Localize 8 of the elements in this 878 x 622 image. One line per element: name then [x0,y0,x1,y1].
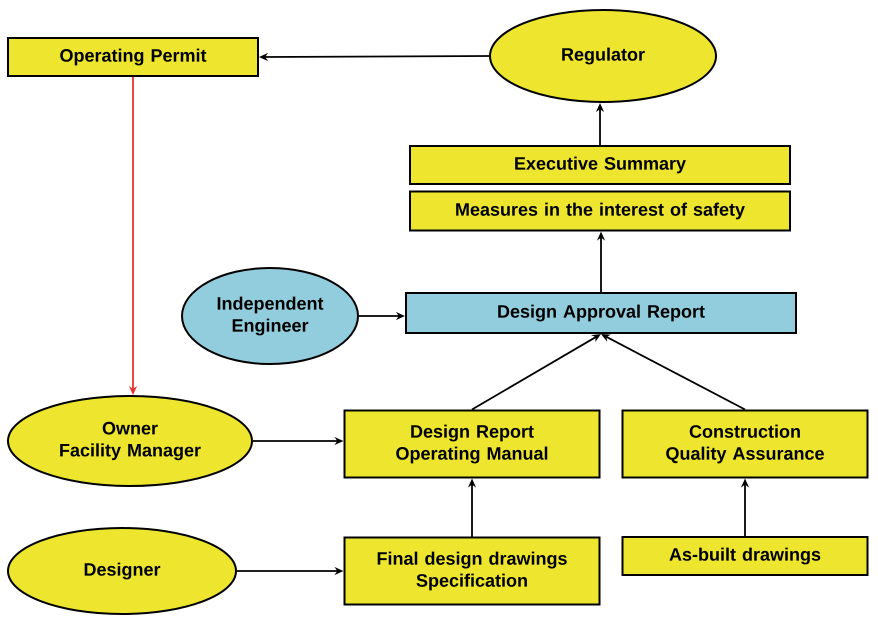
process-box: Design Report Operating Manual [344,410,600,478]
process-box: As-built drawings [622,536,868,576]
process-box: Design Approval Report [405,292,797,334]
process-box: Measures in the interest of safety [409,190,791,232]
process-box: Construction Quality Assurance [622,410,868,478]
process-box: Final design drawings Specification [344,536,600,606]
process-box: Executive Summary [409,145,791,185]
process-box: Operating Permit [7,37,259,77]
